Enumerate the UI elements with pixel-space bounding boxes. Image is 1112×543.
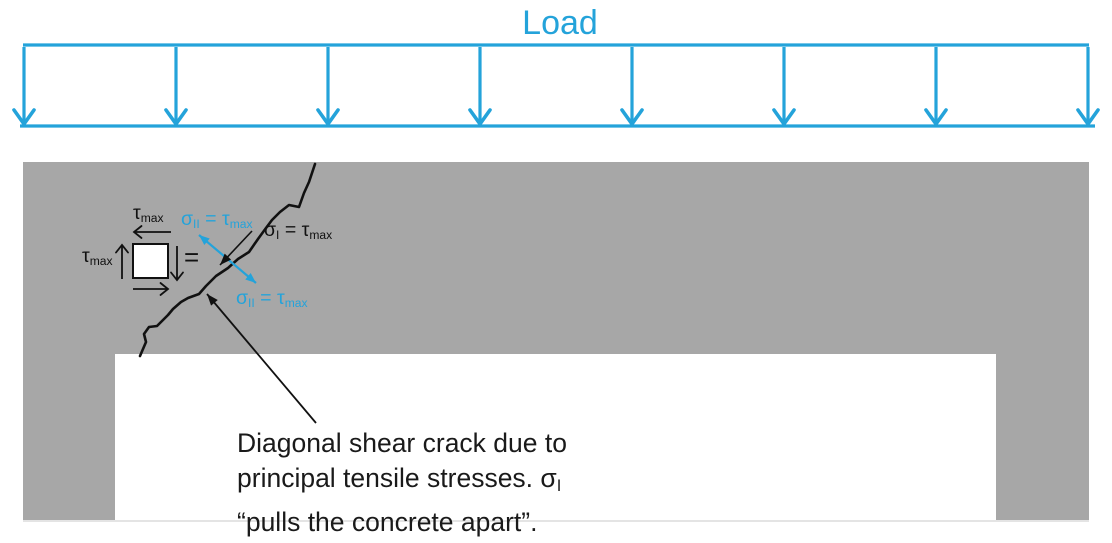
sigma-i-label: σI = τmax xyxy=(264,219,333,242)
caption-line-3: “pulls the concrete apart”. xyxy=(237,506,538,537)
distributed-load-arrows xyxy=(12,47,1100,128)
support-baseline xyxy=(23,520,1089,522)
shear-stress-element-square xyxy=(132,243,169,279)
load-arrow-head xyxy=(772,108,796,128)
concrete-beam xyxy=(23,162,1089,354)
load-arrow-head xyxy=(620,108,644,128)
right-support-leg xyxy=(996,354,1089,520)
load-arrow-head xyxy=(316,108,340,128)
load-arrow-head xyxy=(1076,108,1100,128)
equals-sign: = xyxy=(184,242,200,272)
load-arrow-head xyxy=(468,108,492,128)
tau-max-label-top: τmax xyxy=(133,202,164,225)
load-arrow-head xyxy=(164,108,188,128)
caption-line-1: Diagonal shear crack due to xyxy=(237,428,567,458)
tau-max-label-left: τmax xyxy=(82,245,113,268)
load-arrow-head xyxy=(924,108,948,128)
caption-text: Diagonal shear crack due to principal te… xyxy=(237,426,567,540)
caption-line-2: principal tensile stresses. σI xyxy=(237,463,562,496)
sigma-ii-label-bottom: σII = τmax xyxy=(236,287,308,310)
load-arrow-head xyxy=(12,108,36,128)
sigma-ii-label-top: σII = τmax xyxy=(181,208,253,231)
left-support-leg xyxy=(23,354,115,520)
load-label: Load xyxy=(522,4,598,42)
